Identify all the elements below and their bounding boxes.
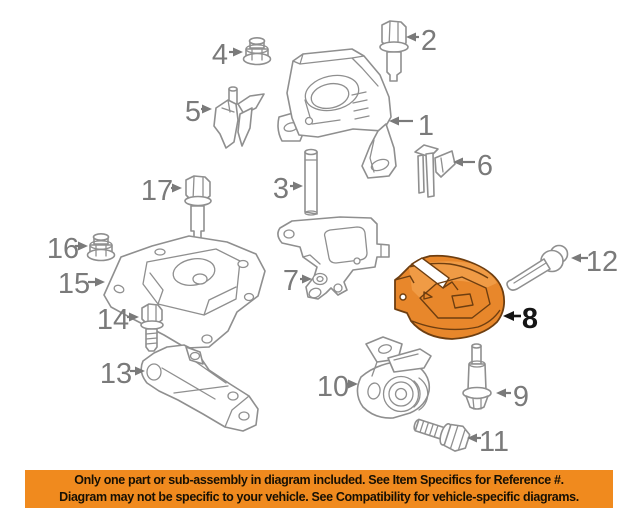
disclaimer-line-1: Only one part or sub-assembly in diagram… (74, 473, 564, 487)
part-number-10: 10 (317, 371, 349, 403)
disclaimer-banner: Only one part or sub-assembly in diagram… (25, 470, 613, 508)
callout-14: 14 (97, 304, 139, 336)
callout-3: 3 (273, 173, 303, 205)
part-number-12: 12 (586, 246, 618, 278)
callout-10: 10 (317, 371, 358, 403)
callout-7: 7 (283, 265, 312, 297)
part-number-7: 7 (283, 265, 299, 297)
part-mount-bracket (277, 216, 390, 300)
callout-16: 16 (47, 233, 88, 265)
part-number-15: 15 (58, 268, 90, 300)
callout-8: 8 (503, 303, 538, 335)
callout-11: 11 (467, 426, 509, 458)
callout-15: 15 (58, 268, 105, 300)
part-bracket-bolt (140, 303, 164, 352)
part-flange-nut (242, 36, 272, 66)
part-lower-bracket (140, 344, 259, 432)
part-number-17: 17 (141, 175, 173, 207)
part-number-16: 16 (47, 233, 79, 265)
part-side-bracket (414, 144, 456, 198)
callout-12: 12 (571, 246, 618, 278)
part-number-5: 5 (185, 96, 201, 128)
callout-2: 2 (406, 25, 437, 57)
part-number-2: 2 (421, 25, 437, 57)
part-strut-bolt (462, 343, 492, 410)
callout-9: 9 (496, 381, 529, 413)
disclaimer-line-2: Diagram may not be specific to your vehi… (59, 490, 579, 504)
part-number-1: 1 (418, 110, 434, 142)
part-engine-mount (277, 48, 397, 179)
part-number-3: 3 (273, 173, 289, 205)
part-mount-bolt-front (184, 175, 212, 240)
part-lower-bolt (413, 418, 471, 452)
callout-5: 5 (185, 96, 212, 128)
part-lower-mount (356, 336, 432, 419)
part-mount-bolt (379, 20, 409, 82)
part-number-9: 9 (513, 381, 529, 413)
callout-17: 17 (141, 175, 182, 207)
part-mount-stud (304, 148, 318, 216)
part-number-4: 4 (212, 39, 228, 71)
part-support-bracket (213, 86, 265, 149)
callout-1: 1 (389, 110, 434, 142)
part-number-6: 6 (477, 150, 493, 182)
part-number-8: 8 (522, 303, 538, 335)
part-number-11: 11 (479, 426, 509, 458)
part-through-bolt (506, 244, 569, 291)
callout-13: 13 (100, 358, 145, 390)
part-mount-nut (86, 233, 116, 262)
part-number-13: 13 (100, 358, 132, 390)
part-number-14: 14 (97, 304, 129, 336)
callout-6: 6 (453, 150, 493, 182)
part-torque-strut-mount (394, 254, 506, 340)
callout-4: 4 (212, 39, 243, 71)
